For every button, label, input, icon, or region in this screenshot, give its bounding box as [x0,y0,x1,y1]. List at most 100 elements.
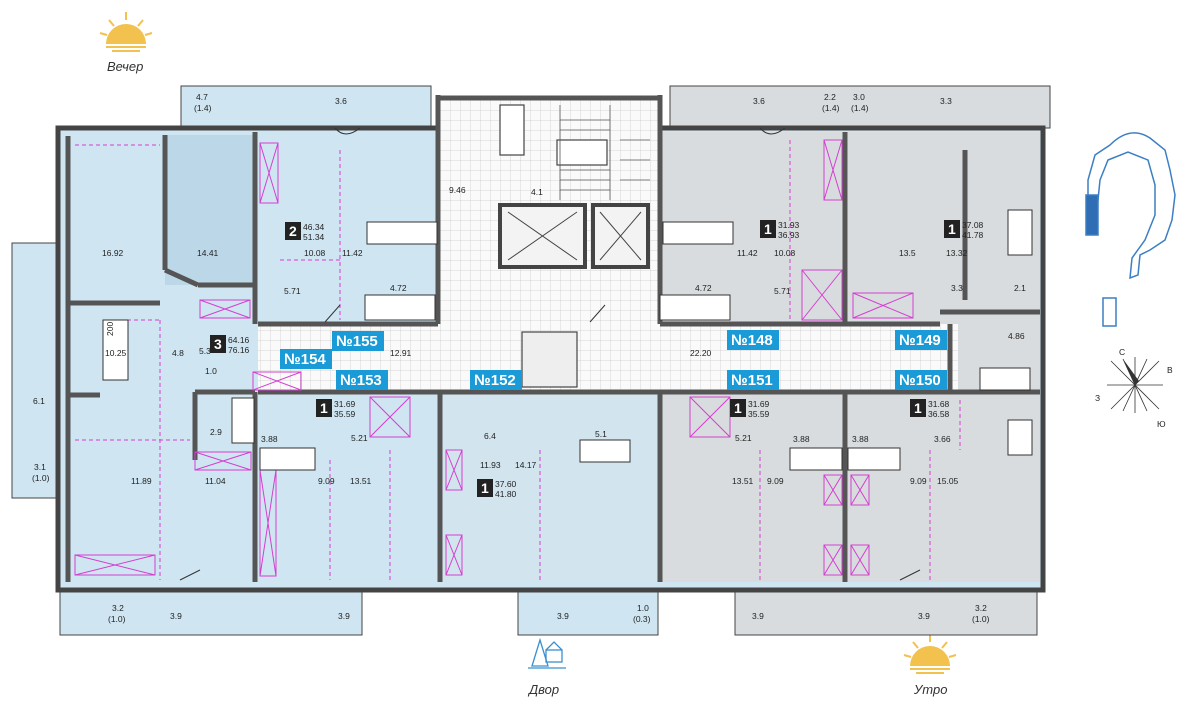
apartment-badge-155[interactable]: №155 [332,331,384,351]
svg-text:41.78: 41.78 [962,230,984,240]
svg-text:36.93: 36.93 [778,230,800,240]
room-area: 10.08 [774,248,796,258]
balcony-area: 3.1 [34,462,46,472]
compass-icon: С Ю В З [1095,347,1173,429]
room-area: 11.93 [480,460,501,470]
yard-icon [528,637,566,669]
room-14-41 [165,135,255,285]
balcony-area: 3.9 [557,611,569,621]
room-area: 9.46 [449,185,466,195]
caption-evening: Вечер [107,59,143,74]
room-area: 1.0 [205,366,217,376]
walls [65,95,1040,582]
room-area: 4.72 [695,283,712,293]
balcony-area: 3.9 [752,611,764,621]
apt-152-area [442,392,658,582]
room-area: 13.5 [899,248,916,258]
room-area: 5.21 [735,433,752,443]
room-area: 4.8 [172,348,184,358]
room-area: 2.9 [210,427,222,437]
balcony-area-sub: (1.0) [972,614,990,624]
ceiling-lines [75,140,961,580]
room-area: 3.88 [793,434,810,444]
apartment-badge-148[interactable]: №148 [727,330,779,350]
room-area: 2.1 [1014,283,1026,293]
svg-text:1: 1 [914,400,922,416]
svg-text:46.34: 46.34 [303,222,325,232]
svg-text:1: 1 [481,480,489,496]
apartment-badge-150[interactable]: №150 [895,370,947,390]
balcony-area-sub: (1.0) [108,614,126,624]
room-area: 5.21 [351,433,368,443]
apartment-badge-154[interactable]: №154 [280,349,332,369]
balcony-area: 6.1 [33,396,45,406]
room-area: 3.3 [951,283,963,293]
svg-text:1: 1 [764,221,772,237]
balcony-area: 3.9 [918,611,930,621]
apartment-badge-149[interactable]: №149 [895,330,947,350]
svg-text:№151: №151 [731,372,773,389]
svg-text:37.60: 37.60 [495,479,517,489]
svg-text:41.80: 41.80 [495,489,517,499]
room-area: 3.66 [934,434,951,444]
balcony-area: 3.2 [975,603,987,613]
svg-text:№148: №148 [731,332,773,349]
room-area: 3.88 [261,434,278,444]
room-area: 5.1 [595,429,607,439]
balcony-area: 3.2 [112,603,124,613]
balcony-area: 3.0 [853,92,865,102]
svg-text:64.16: 64.16 [228,335,250,345]
room-area: 4.72 [390,283,407,293]
room-area: 11.89 [131,476,152,486]
room-area: 9.09 [318,476,335,486]
apartment-badge-153[interactable]: №153 [336,370,388,390]
compass-south: Ю [1157,419,1166,429]
compass-west: З [1095,393,1100,403]
balcony-area: 3.9 [338,611,350,621]
room-area: 11.04 [205,476,226,486]
svg-text:31.69: 31.69 [748,399,770,409]
elevators [498,104,650,388]
room-area: 15.05 [937,476,959,486]
balcony-area: 3.9 [170,611,182,621]
svg-text:51.34: 51.34 [303,232,325,242]
svg-text:1: 1 [320,400,328,416]
balcony-area-sub: (1.4) [822,103,840,113]
stairs [559,105,650,200]
sun-evening-icon [99,12,153,52]
apartment-badge-152[interactable]: №152 [470,370,522,390]
svg-text:№150: №150 [899,372,941,389]
apartment-badge-151[interactable]: №151 [727,370,779,390]
room-area: 13.32 [946,248,968,258]
room-area: 13.51 [350,476,372,486]
room-area: 9.09 [910,476,927,486]
balcony-area: 2.2 [824,92,836,102]
kitchen-label: 200 [105,322,115,336]
caption-yard: Двор [527,682,559,697]
room-area: 9.09 [767,476,784,486]
svg-text:3: 3 [214,336,222,352]
room-area: 10.25 [105,348,127,358]
room-area: 4.86 [1008,331,1025,341]
balcony-area: 4.7 [196,92,208,102]
svg-text:1: 1 [948,221,956,237]
svg-text:37.08: 37.08 [962,220,984,230]
room-area: 10.08 [304,248,326,258]
room-area: 4.1 [531,187,543,197]
svg-text:36.58: 36.58 [928,409,950,419]
balcony-area-sub: (0.3) [633,614,651,624]
room-area: 14.17 [515,460,537,470]
balcony-area: 1.0 [637,603,649,613]
svg-text:№152: №152 [474,372,516,389]
svg-text:№149: №149 [899,332,941,349]
caption-morning: Утро [913,682,947,697]
svg-text:35.59: 35.59 [334,409,356,419]
room-area: 11.42 [342,248,363,258]
room-area: 14.41 [197,248,219,258]
